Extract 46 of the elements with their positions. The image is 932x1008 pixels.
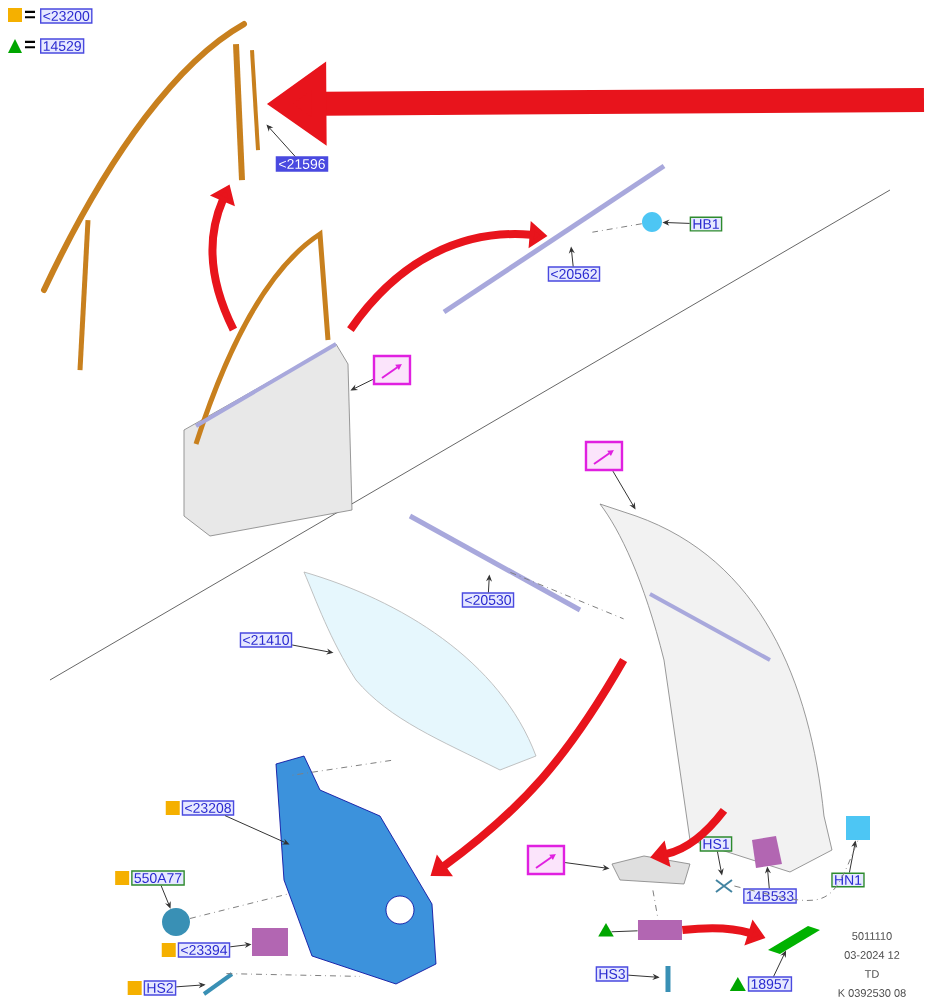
door-frame-drawing (599, 503, 833, 873)
assembly-line (289, 759, 392, 777)
arrow (175, 982, 205, 988)
window-glass-drawing (303, 571, 537, 771)
arrow (716, 851, 724, 875)
assembly-line (225, 973, 361, 977)
arrow (773, 951, 786, 977)
clip-drawing (162, 908, 190, 936)
arrow (291, 644, 333, 655)
arrow (351, 378, 374, 391)
motor-drawing (252, 928, 288, 956)
leader-line (611, 930, 639, 933)
reference-icon (372, 354, 412, 386)
belt-strip-drawing (408, 513, 582, 613)
bracket-drawing (611, 855, 691, 885)
trim-strips-drawing (41, 21, 260, 371)
arrow (266, 124, 296, 157)
arrow (160, 885, 171, 908)
regulator-panel-drawing (275, 755, 437, 985)
assembly-line (189, 893, 291, 919)
assembly-line (509, 571, 625, 620)
screw-drawing (202, 972, 234, 996)
reference-icon (526, 844, 566, 876)
door-drawing (183, 231, 353, 537)
arrow (224, 815, 289, 845)
assembly-line (591, 223, 643, 233)
arrow (486, 575, 492, 593)
assembly-line (652, 889, 659, 921)
arrow (663, 220, 691, 225)
assembly-line (733, 839, 859, 901)
arrow (612, 470, 636, 509)
belt-strip-drawing (442, 163, 666, 315)
motor-drawing (638, 920, 682, 940)
clip-drawing (846, 816, 870, 840)
reference-icon (584, 440, 624, 472)
arrow (627, 974, 659, 980)
arrow (765, 867, 771, 889)
equals-sign: = (24, 10, 35, 19)
screw-drawing (665, 966, 671, 992)
triangle-symbol (598, 923, 614, 937)
arrow (564, 862, 609, 871)
arrow (229, 942, 251, 948)
arrow (848, 841, 857, 873)
clip-drawing (715, 879, 733, 893)
arrow (569, 247, 574, 267)
handle-drawing (768, 926, 820, 954)
